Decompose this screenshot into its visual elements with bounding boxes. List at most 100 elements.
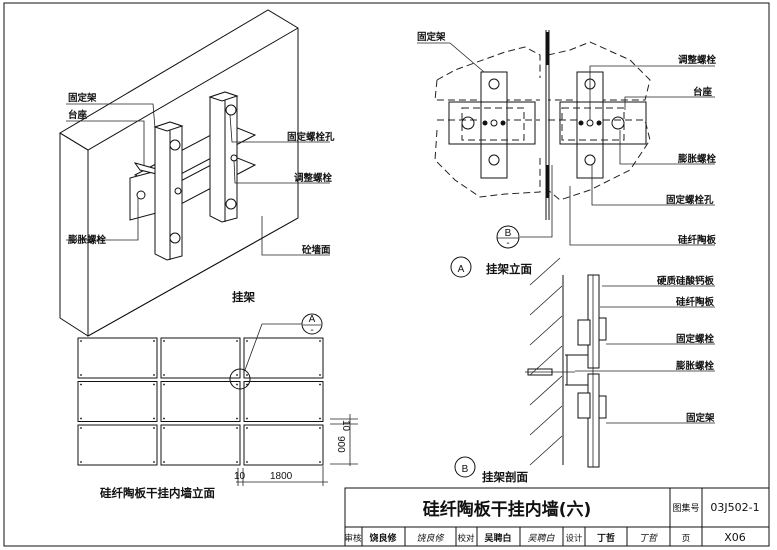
panel-fixing-point <box>80 374 82 376</box>
panel-fixing-point <box>163 427 165 429</box>
label-expansion-bolt: 膨胀螺栓 <box>67 234 107 246</box>
label-adjusting-bolt: 调整螺栓 <box>678 54 717 66</box>
panel-fixing-point <box>246 427 248 429</box>
panel-fixing-point <box>163 417 165 420</box>
label-expansion-bolt: 膨胀螺栓 <box>677 153 717 165</box>
detail-marker-b-text: B <box>462 464 469 475</box>
design-label: 设计 <box>565 533 583 544</box>
detail-marker-b <box>454 456 476 478</box>
label-adjusting-bolt: 调整螺栓 <box>294 172 333 184</box>
panel-fixing-point <box>319 383 321 386</box>
panel-fixing-point <box>319 427 321 429</box>
panel-fixing-point <box>163 383 165 386</box>
title-block: 硅纤陶板干挂内墙(六) 图集号 03J502-1 审核 饶良修 饶良修 校对 吴… <box>344 487 770 547</box>
reviewer: 饶良修 <box>369 532 397 544</box>
detail-marker-a-text: A <box>458 264 465 275</box>
review-label: 审核 <box>344 533 362 544</box>
panel-fixing-point <box>80 417 82 420</box>
label-panel: 硅纤陶板 <box>678 234 717 246</box>
section-ref-top: B <box>505 228 512 239</box>
expansion-bolt-nut-icon <box>611 116 625 130</box>
panel-fixing-point <box>80 340 82 342</box>
panel-fixing-point <box>163 340 165 342</box>
label-base-seat: 台座 <box>68 109 88 121</box>
atlas-no: 03J502-1 <box>710 501 759 514</box>
ceramic-panel <box>243 337 324 379</box>
ceramic-panel <box>160 381 241 422</box>
label-expansion-bolt: 膨胀螺栓 <box>675 360 715 372</box>
label-fixing-bolt: 固定螺栓 <box>676 333 715 345</box>
wall-elevation <box>77 337 324 466</box>
panel-fixing-point <box>236 383 238 386</box>
panel-fixing-point <box>236 461 238 463</box>
panel-fixing-point <box>236 340 238 342</box>
label-fixing-bolt-hole: 固定螺栓孔 <box>666 194 714 206</box>
label-base-seat: 台座 <box>693 86 713 98</box>
ceramic-panel <box>243 381 324 422</box>
panel-fixing-point <box>80 461 82 463</box>
label-fixing-frame: 固定架 <box>417 31 446 43</box>
panel-fixing-point <box>246 340 248 342</box>
wall-elevation-annotations: A - 10 900 10 1800 硅纤陶板干挂内墙立面 <box>100 313 358 500</box>
panel-fixing-point <box>246 374 248 376</box>
bolt-hole-icon <box>584 154 596 166</box>
detail-a-title: 挂架立面 <box>486 262 532 276</box>
panel-fixing-point <box>80 427 82 429</box>
panel-fixing-point <box>319 461 321 463</box>
ceramic-panel <box>77 381 158 422</box>
dim-panel-width: 1800 <box>270 471 293 482</box>
fixing-frame-tube-left <box>153 121 184 261</box>
detail-a-elevation: B - 固定架 调整螺栓 台座 膨胀螺栓 固定螺栓孔 硅纤陶板 A 挂架立面 <box>417 30 717 278</box>
expansion-bolt-icon <box>136 190 146 200</box>
detail-ref-top: A <box>309 314 316 325</box>
bolt-hole-icon <box>488 154 500 166</box>
panel-fixing-point <box>246 417 248 420</box>
panel-fixing-point <box>246 461 248 463</box>
label-fixing-bolt-hole: 固定螺栓孔 <box>287 131 335 143</box>
detail-b-section: 硬质硅酸钙板 硅纤陶板 固定螺栓 膨胀螺栓 固定架 B 挂架剖面 <box>454 257 715 484</box>
label-fixing-frame: 固定架 <box>686 412 715 424</box>
panel-fixing-point <box>236 417 238 420</box>
dim-joint-h: 10 <box>340 420 351 432</box>
designer: 丁哲 <box>597 532 615 544</box>
page-label: 页 <box>682 534 691 544</box>
ceramic-panel <box>77 337 158 379</box>
bolt-hole-icon <box>169 232 181 244</box>
ceramic-panel <box>243 424 324 466</box>
panel-fixing-point <box>153 374 155 376</box>
label-concrete-wall: 砼墙面 <box>302 244 331 256</box>
reviewer-signature: 饶良修 <box>416 533 444 544</box>
detail-b-title: 挂架剖面 <box>482 470 528 484</box>
page-no: X06 <box>724 531 746 544</box>
drawing-title: 硅纤陶板干挂内墙(六) <box>423 499 592 520</box>
detail-callout-circle <box>229 368 251 390</box>
section-ref-marker-b <box>496 225 520 249</box>
label-fixing-frame: 固定架 <box>68 92 97 104</box>
isometric-view: 固定架 台座 固定螺栓孔 调整螺栓 膨胀螺栓 砼墙面 挂架 <box>59 9 335 337</box>
check-label: 校对 <box>457 533 475 544</box>
panel-fixing-point <box>319 374 321 376</box>
panel-fixing-point <box>319 417 321 420</box>
detail-ref-marker-a <box>301 313 323 335</box>
ceramic-panel <box>77 424 158 466</box>
panel-fixing-point <box>163 461 165 463</box>
checker: 吴聘白 <box>484 532 511 544</box>
fixing-frame-tube-right <box>208 91 239 223</box>
ceramic-panel <box>160 424 241 466</box>
label-panel: 硅纤陶板 <box>676 296 715 308</box>
detail-marker-a <box>450 256 472 278</box>
designer-signature: 丁哲 <box>639 533 658 544</box>
panel-fixing-point <box>319 340 321 342</box>
panel-fixing-point <box>80 383 82 386</box>
checker-signature: 吴聘白 <box>527 533 555 544</box>
panel-fixing-point <box>153 417 155 420</box>
bolt-hole-icon <box>488 78 500 90</box>
atlas-no-label: 图集号 <box>672 502 699 514</box>
panel-fixing-point <box>153 383 155 386</box>
panel-fixing-point <box>236 427 238 429</box>
dim-panel-height: 900 <box>335 436 346 453</box>
panel-fixing-point <box>163 374 165 376</box>
bolt-hole-icon <box>225 104 237 116</box>
section-ref-bottom: - <box>506 238 509 249</box>
